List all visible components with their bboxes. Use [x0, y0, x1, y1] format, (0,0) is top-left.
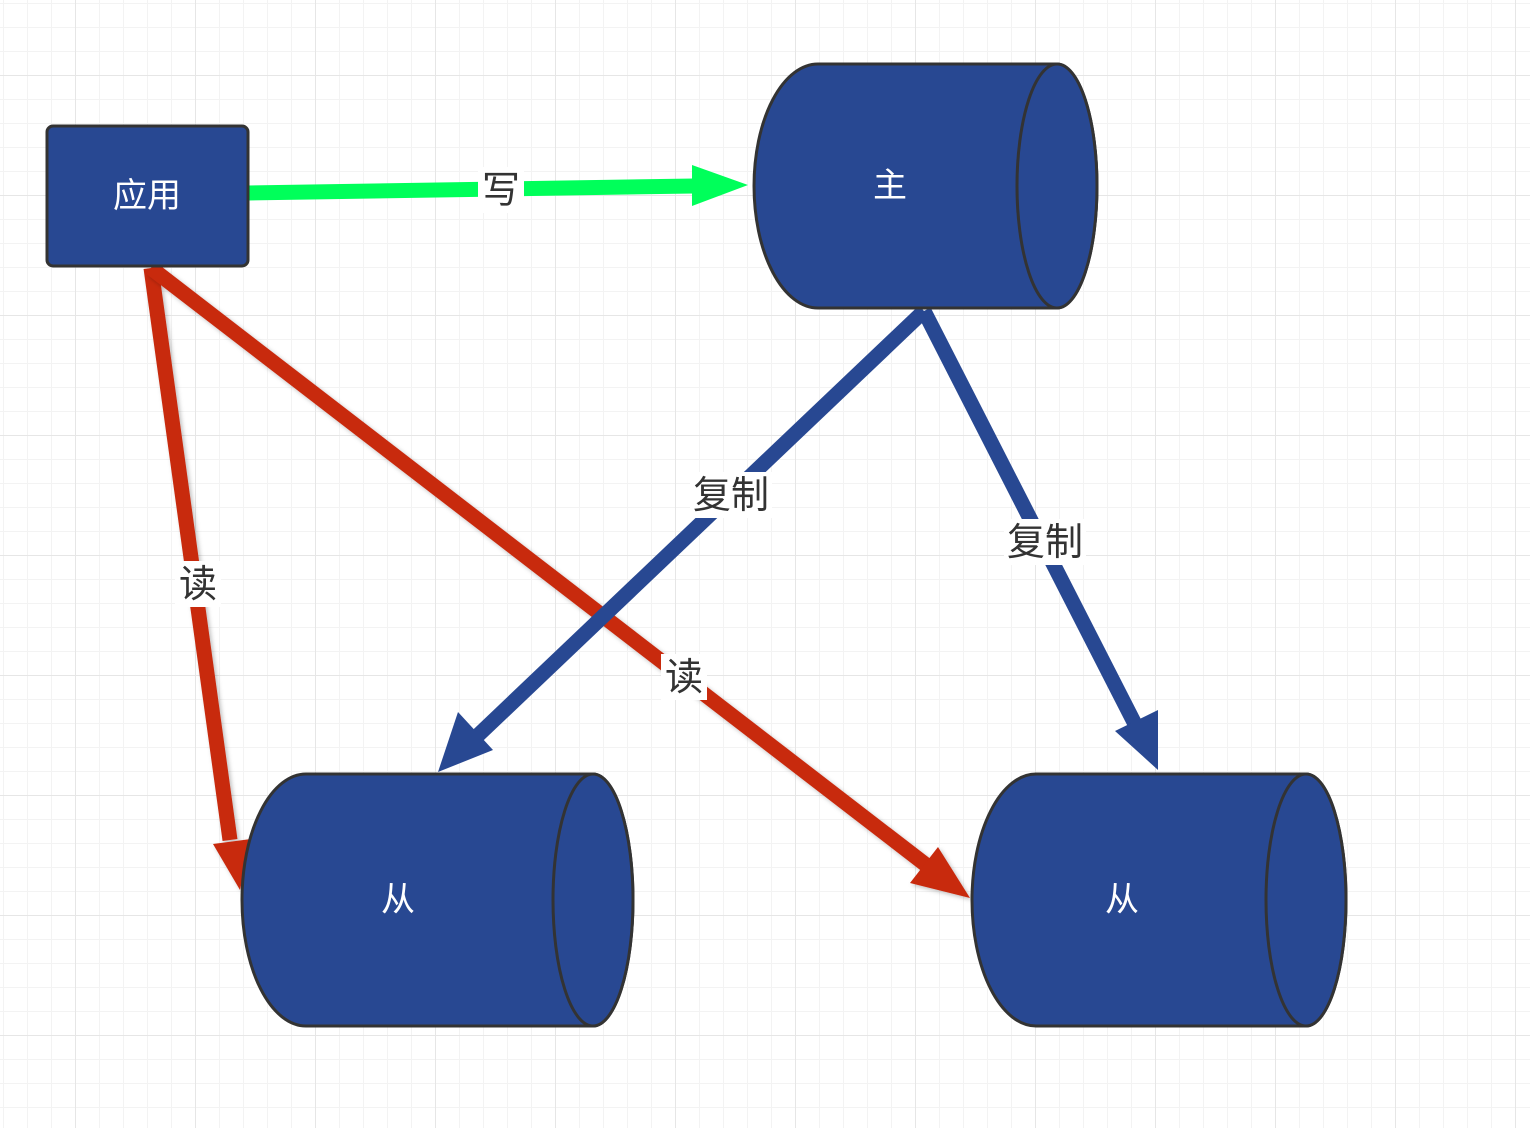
- node-master[interactable]: 主: [752, 62, 1099, 310]
- node-master-label: 主: [873, 166, 907, 206]
- edge-read-left-label-group: 读: [175, 561, 221, 607]
- edge-replicate-left-label: 复制: [693, 473, 769, 517]
- edge-replicate-left-label-group: 复制: [690, 472, 772, 518]
- edge-read-right-arrowhead: [910, 847, 970, 898]
- edge-write-label: 写: [482, 168, 520, 212]
- node-slave-left-label: 从: [381, 880, 415, 920]
- edge-write[interactable]: [247, 165, 748, 206]
- edge-write-label-group: 写: [478, 167, 524, 213]
- edge-replicate-left[interactable]: [438, 305, 930, 772]
- edge-write-line: [247, 178, 695, 201]
- edge-write-arrowhead: [692, 165, 748, 206]
- edge-read-right[interactable]: [146, 262, 970, 898]
- node-app[interactable]: 应用: [45, 124, 250, 268]
- edge-read-left-line: [143, 266, 238, 842]
- node-slave-right-label: 从: [1105, 880, 1139, 920]
- edge-replicate-right-label: 复制: [1007, 520, 1083, 564]
- edge-replicate-left-line: [466, 305, 930, 747]
- node-slave-right-end-cap: [1264, 772, 1348, 1028]
- edge-read-right-label-group: 读: [661, 654, 707, 700]
- node-slave-left-end-cap: [551, 772, 635, 1028]
- edge-replicate-right-arrowhead: [1115, 710, 1158, 770]
- edge-read-right-line: [146, 262, 935, 874]
- node-slave-right[interactable]: 从: [970, 772, 1348, 1028]
- node-app-box: [45, 124, 250, 268]
- node-slave-left[interactable]: 从: [240, 772, 635, 1028]
- edge-read-left-label: 读: [179, 562, 217, 606]
- node-app-label: 应用: [113, 176, 181, 216]
- node-master-end-cap: [1015, 62, 1099, 310]
- edge-replicate-left-arrowhead: [438, 712, 493, 772]
- edge-read-right-label: 读: [665, 655, 703, 699]
- edge-replicate-right-label-group: 复制: [1004, 519, 1086, 565]
